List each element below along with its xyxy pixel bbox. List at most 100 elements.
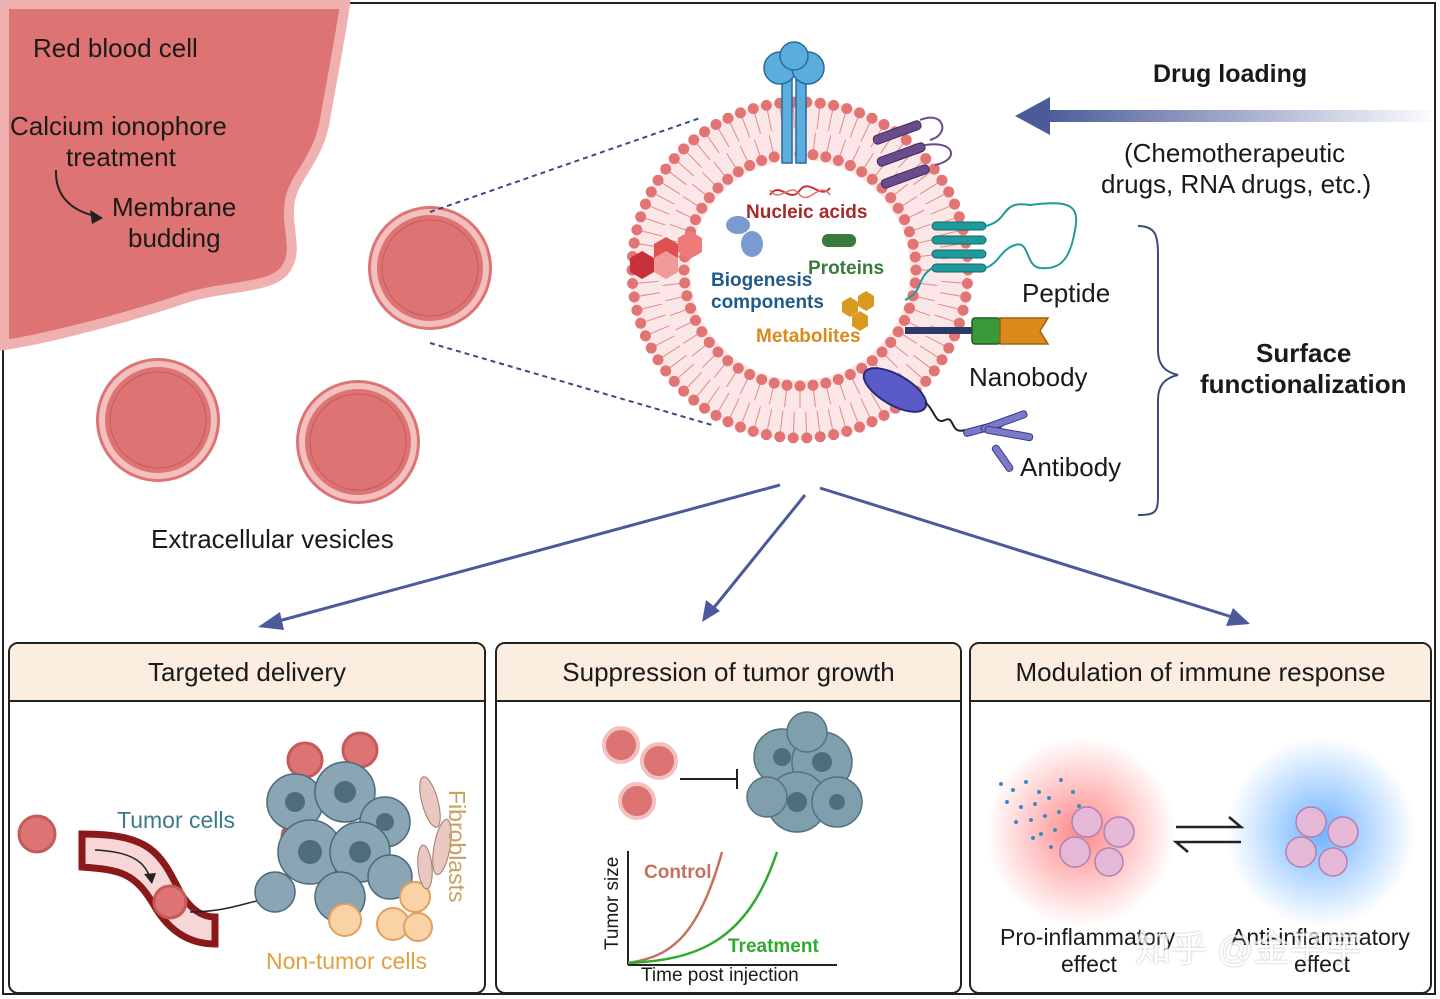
lipid-head-inner (807, 379, 819, 391)
lipid-head-inner (781, 379, 793, 391)
pro-inflammatory-label-line1: Pro-inflammatory (1000, 924, 1176, 950)
lipid-head-outer (774, 431, 786, 443)
lipid-head-outer (936, 354, 948, 366)
ev-label: Extracellular vesicles (151, 524, 394, 554)
lipid-head-inner (807, 149, 819, 161)
lipid-head-outer (627, 278, 639, 290)
lipid-head-outer (645, 186, 657, 198)
drug-loading-arrow-shaft (1040, 110, 1440, 122)
lipid-head-inner (885, 336, 897, 348)
lipid-head-inner (866, 173, 878, 185)
lipid-head-inner (794, 380, 806, 392)
lipid-head-outer (699, 402, 711, 414)
lipid-head-inner (689, 214, 701, 226)
panel-title-immune: Modulation of immune response (971, 644, 1430, 702)
lipid-head-outer (814, 97, 826, 109)
tumor-cells-label: Tumor cells (117, 807, 235, 833)
lipid-head-inner (844, 369, 856, 381)
lipid-head-outer (688, 394, 700, 406)
lipid-head-outer (841, 103, 853, 115)
biogenesis-label-line1: Biogenesis (711, 270, 813, 291)
control-label: Control (644, 862, 712, 883)
lipid-head-inner (681, 290, 693, 302)
suppression-illustration (602, 711, 863, 966)
lipid-head-inner (768, 377, 780, 389)
peptide-label: Peptide (1022, 278, 1111, 308)
lipid-head-outer (920, 153, 932, 165)
lipid-head-inner (679, 277, 691, 289)
lipid-head-outer (710, 119, 722, 131)
lipid-head-inner (820, 377, 832, 389)
lipid-head-outer (668, 375, 680, 387)
lipid-head-inner (744, 159, 756, 171)
budding-label-line2: budding (128, 223, 221, 253)
lipid-head-outer (920, 375, 932, 387)
anti-inflammatory-label-line1: Anti-inflammatory (1231, 924, 1410, 950)
lipid-head-inner (885, 192, 897, 204)
lipid-head-outer (866, 112, 878, 124)
lipid-head-inner (712, 182, 724, 194)
lipid-head-inner (907, 238, 919, 250)
receptor-icon (763, 41, 825, 164)
lipid-head-inner (685, 302, 697, 314)
lipid-head-outer (760, 429, 772, 441)
lipid-head-outer (878, 409, 890, 421)
lipid-head-inner (732, 362, 744, 374)
panel-immune: Modulation of immune response (969, 642, 1432, 994)
transmembrane-protein-icon (872, 116, 952, 189)
nanobody-icon (905, 317, 1050, 345)
drug-loading-arrow-head (1015, 97, 1050, 135)
membrane-molecule-icon (630, 231, 702, 279)
lipid-head-outer (866, 416, 878, 428)
lipid-head-outer (734, 107, 746, 119)
lipid-head-inner (722, 173, 734, 185)
non-tumor-cells-label: Non-tumor cells (266, 948, 428, 974)
surface-title-line2: functionalization (1200, 369, 1407, 399)
lipid-head-outer (841, 425, 853, 437)
drug-loading-title: Drug loading (1153, 60, 1308, 88)
lipid-head-outer (747, 103, 759, 115)
lipid-head-outer (678, 143, 690, 155)
lipid-head-outer (668, 153, 680, 165)
lipid-head-inner (732, 166, 744, 178)
non-tumor-cells (328, 881, 433, 942)
lipid-head-inner (696, 326, 708, 338)
lipid-head-inner (903, 302, 915, 314)
outcome-arrows (258, 483, 1250, 630)
lipid-head-inner (678, 264, 690, 276)
lipid-head-inner (756, 155, 768, 167)
lipid-head-outer (828, 99, 840, 111)
lipid-head-outer (631, 304, 643, 316)
lipid-head-outer (747, 425, 759, 437)
lipid-head-inner (696, 202, 708, 214)
lipid-head-inner (768, 151, 780, 163)
immune-cells-pro (1059, 806, 1135, 877)
lipid-head-outer (854, 421, 866, 433)
lipid-head-outer (814, 431, 826, 443)
lipid-head-outer (900, 134, 912, 146)
treatment-curve (627, 851, 779, 965)
lipid-head-outer (635, 211, 647, 223)
ev-vesicle-3 (296, 380, 420, 504)
lipid-head-inner (892, 202, 904, 214)
biogenesis-icon (726, 216, 763, 257)
lipid-head-outer (699, 126, 711, 138)
ev-vesicle-1 (368, 206, 492, 330)
ev-cell (618, 782, 656, 820)
lipid-head-outer (949, 198, 961, 210)
lipid-head-inner (689, 314, 701, 326)
panel-title-targeted: Targeted delivery (10, 644, 484, 702)
treatment-arrow-head (90, 210, 103, 224)
peptide-icon (904, 202, 1078, 301)
lipid-head-inner (876, 346, 888, 358)
targeted-delivery-illustration (17, 731, 452, 948)
lipid-head-inner (832, 155, 844, 167)
treatment-arrow (54, 169, 96, 217)
lipid-head-inner (722, 355, 734, 367)
drug-loading-desc-line1: (Chemotherapeutic (1124, 138, 1346, 168)
lipid-head-inner (703, 192, 715, 204)
lipid-head-outer (628, 237, 640, 249)
lipid-head-outer (660, 163, 672, 175)
lipid-head-inner (856, 166, 868, 178)
